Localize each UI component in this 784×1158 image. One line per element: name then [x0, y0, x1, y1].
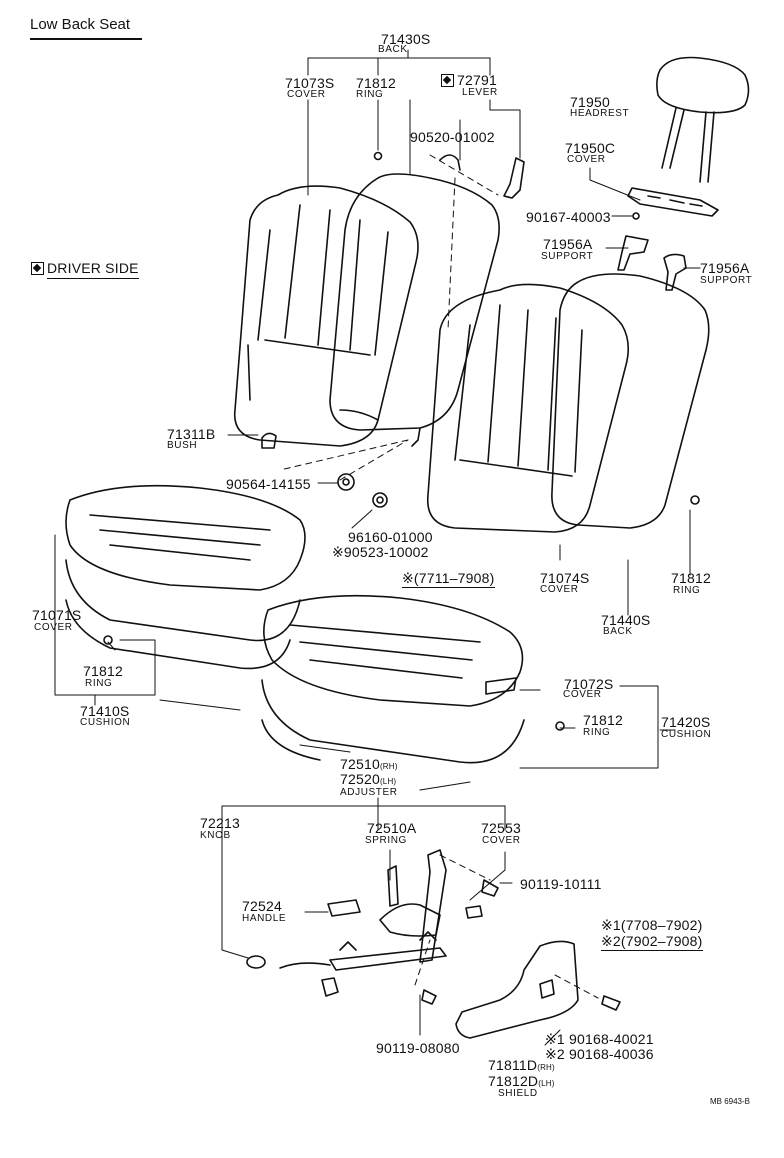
- passenger-seat-back: [426, 273, 710, 533]
- title-underline: [30, 38, 142, 40]
- label-shield-lh: 71812D(LH): [488, 1073, 555, 1089]
- diamond-box-icon: [31, 262, 44, 275]
- floor-lines: [159, 699, 471, 791]
- label-cushion-a-pn: 71410S: [80, 703, 130, 719]
- headrest: [656, 56, 750, 183]
- label-support-a-pn: 71956A: [543, 236, 593, 252]
- label-hcover-nm: COVER: [567, 154, 606, 165]
- label-ring-d-pn: 71812: [583, 712, 623, 728]
- label-ring-c-nm: RING: [85, 678, 113, 689]
- label-cushion-a-nm: CUSHION: [80, 717, 131, 728]
- label-nut-a: 90564-14155: [226, 476, 311, 492]
- label-screw-b: 90167-40003: [526, 209, 611, 225]
- label-adjuster-nm: ADJUSTER: [340, 787, 398, 798]
- label-spring-pn: 72510A: [367, 820, 417, 836]
- label-support-b-nm: SUPPORT: [700, 275, 753, 286]
- label-bolt-a: 90119-10111: [520, 876, 602, 892]
- shield: [455, 940, 579, 1039]
- label-back-b-nm: BACK: [603, 626, 633, 637]
- label-support-b-pn: 71956A: [700, 260, 750, 276]
- label-handle-pn: 72524: [242, 898, 282, 914]
- label-spring-nm: SPRING: [365, 835, 407, 846]
- label-screw-d: ※2 90168-40036: [545, 1046, 654, 1062]
- label-cushion-b-pn: 71420S: [661, 714, 711, 730]
- label-lever-nm: LEVER: [462, 87, 498, 98]
- label-cover-a-nm: COVER: [287, 89, 326, 100]
- label-cushion-b-nm: CUSHION: [661, 729, 712, 740]
- label-acover-pn: 72553: [481, 820, 521, 836]
- label-hcover-pn: 71950C: [565, 140, 616, 156]
- label-ring-c-pn: 71812: [83, 663, 123, 679]
- label-headrest-nm: HEADREST: [570, 108, 630, 119]
- label-cover-c-nm: COVER: [34, 622, 73, 633]
- seat-adjuster: [279, 849, 483, 997]
- headrest-supports: [617, 235, 687, 291]
- label-handle-nm: HANDLE: [242, 913, 287, 924]
- label-back-b-pn: 71440S: [601, 612, 651, 628]
- label-knob-pn: 72213: [200, 815, 240, 831]
- label-cover-d-pn: 71072S: [564, 676, 614, 692]
- label-ring-b-pn: 71812: [671, 570, 711, 586]
- label-ring-b-nm: RING: [673, 585, 701, 596]
- label-range-c: ※2(7902–7908): [601, 933, 703, 951]
- diamond-box-icon: [441, 74, 454, 87]
- label-bush-nm: BUSH: [167, 440, 198, 451]
- label-shield-nm: SHIELD: [498, 1088, 538, 1099]
- label-back-top-nm: BACK: [378, 44, 408, 55]
- label-bolt-b: 90119-08080: [376, 1040, 460, 1056]
- label-cover-d-nm: COVER: [563, 689, 602, 700]
- page-title: Low Back Seat: [30, 16, 131, 33]
- label-screw-c: ※1 90168-40021: [545, 1031, 654, 1047]
- label-cover-b-pn: 71074S: [540, 570, 590, 586]
- seat-cushion-left: [65, 484, 306, 670]
- label-bush-pn: 71311B: [167, 426, 216, 442]
- label-support-a-nm: SUPPORT: [541, 251, 594, 262]
- seat-back-cover: [233, 185, 419, 447]
- label-ring-a-pn: 71812: [356, 75, 396, 91]
- label-ring-a-nm: RING: [356, 89, 384, 100]
- lever: [439, 154, 525, 199]
- label-range-a: ※(7711–7908): [402, 570, 495, 588]
- label-clip-a: 96160-01000: [348, 529, 433, 545]
- seat-back-frame: [329, 173, 500, 447]
- label-adjuster-rh: 72510(RH): [340, 756, 398, 772]
- label-cover-a-pn: 71073S: [285, 75, 335, 91]
- label-clip-b: ※90523-10002: [332, 544, 429, 560]
- label-headrest-pn: 71950: [570, 94, 610, 110]
- driver-side-heading: DRIVER SIDE: [31, 260, 139, 279]
- label-back-top-pn: 71430S: [381, 31, 431, 47]
- label-lever-pn: 72791: [441, 73, 497, 87]
- label-adjuster-lh: 72520(LH): [340, 771, 397, 787]
- label-ring-d-nm: RING: [583, 727, 611, 738]
- seat-cushion-right: [261, 594, 525, 764]
- label-shield-rh: 71811D(RH): [488, 1057, 555, 1073]
- label-range-b: ※1(7708–7902): [601, 917, 703, 933]
- label-screw-a: 90520-01002: [410, 129, 495, 145]
- label-cover-b-nm: COVER: [540, 584, 579, 595]
- leader-lines: [54, 49, 701, 1046]
- fasteners: [103, 151, 700, 1011]
- headrest-cover: [627, 187, 719, 217]
- label-acover-nm: COVER: [482, 835, 521, 846]
- label-cover-c-pn: 71071S: [32, 607, 82, 623]
- label-knob-nm: KNOB: [200, 830, 231, 841]
- drawing-code: MB 6943-B: [709, 1097, 750, 1106]
